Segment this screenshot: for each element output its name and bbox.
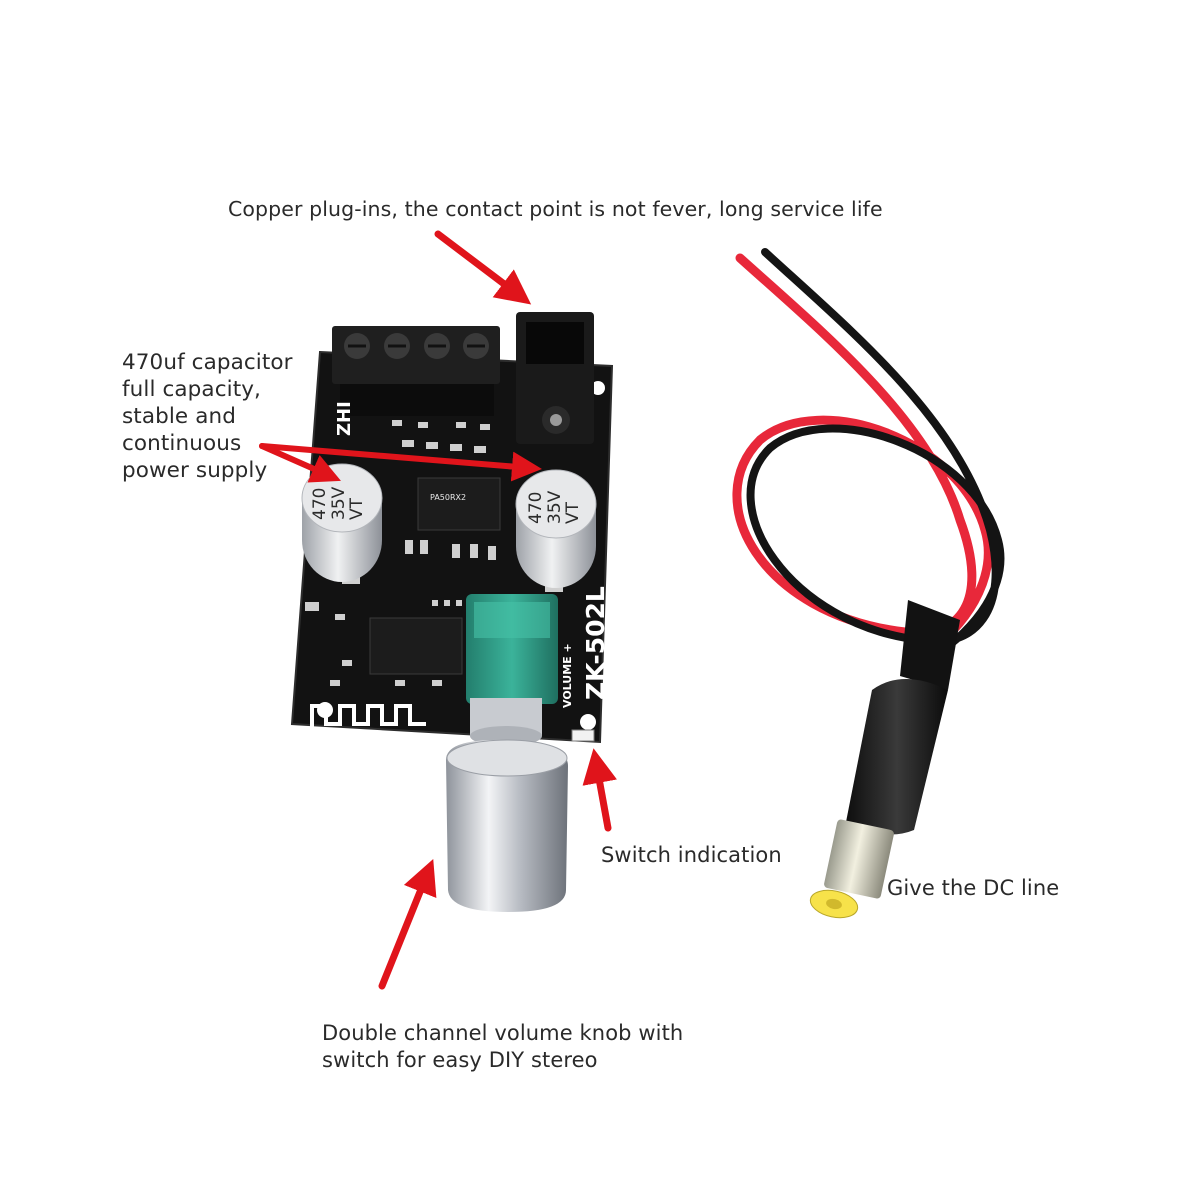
mounting-hole [580, 714, 596, 730]
bluetooth-chip [369, 617, 463, 675]
capacitor-left: 470 35V VT [301, 463, 383, 582]
red-arrow-icon [582, 748, 617, 832]
callout-switch-indication: Switch indication [601, 843, 782, 867]
svg-text:470: 470 [310, 488, 330, 520]
red-arrow-icon [259, 443, 542, 483]
dc-cable [732, 248, 1005, 659]
board-model: ZK-502L [581, 586, 610, 700]
antenna-trace-icon [310, 704, 426, 730]
svg-text:VT: VT [563, 501, 583, 524]
svg-text:35V: 35V [329, 486, 349, 520]
switch-led [571, 729, 595, 742]
screw-terminal-block [332, 326, 500, 416]
volume-label: VOLUME + [561, 643, 574, 708]
red-arrow-icon [434, 230, 532, 305]
volume-knob [446, 698, 568, 912]
red-arrow-icon [378, 859, 437, 990]
svg-text:VT: VT [347, 497, 367, 520]
svg-text:470: 470 [526, 492, 546, 524]
amplifier-chip [417, 477, 501, 531]
callout-dc-line: Give the DC line [887, 876, 1060, 900]
dc-plug [809, 600, 960, 919]
board-brand: ZHI [334, 401, 355, 436]
svg-text:PA50RX2: PA50RX2 [430, 493, 466, 502]
volume-potentiometer [466, 594, 558, 704]
callout-capacitor: 470uf capacitor full capacity, stable an… [122, 350, 293, 483]
mounting-hole [591, 381, 605, 395]
callout-volume-knob: Double channel volume knob with switch f… [322, 1021, 684, 1072]
svg-text:35V: 35V [545, 490, 565, 524]
capacitor-right: 470 35V VT [515, 469, 597, 588]
smd-components [305, 420, 563, 686]
amplifier-board: PA50RX2 ZHI ZK-502L VOLUME + [290, 312, 614, 744]
callout-copper-plugins: Copper plug-ins, the contact point is no… [228, 197, 883, 221]
dc-power-jack [516, 312, 594, 444]
